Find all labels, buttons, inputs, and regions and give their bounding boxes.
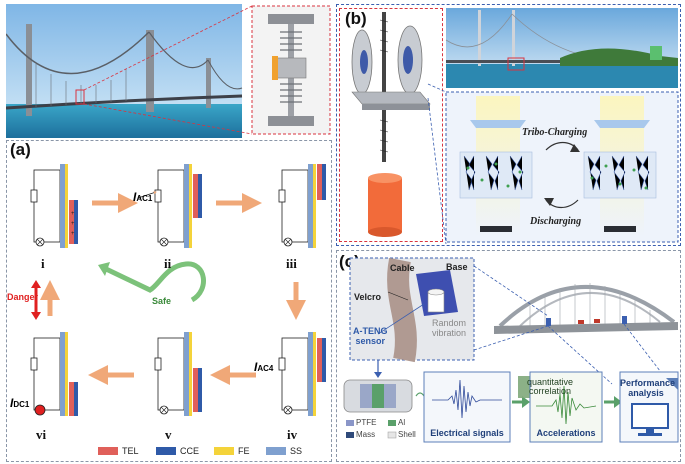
svg-text:+: + xyxy=(71,231,75,237)
bridge-photo-panel xyxy=(6,4,332,138)
velcro-label: Velcro xyxy=(354,292,382,302)
acceleration-waveform xyxy=(536,385,597,425)
legend-swatch-cce xyxy=(156,447,176,455)
current-label-dc1: IDC1 xyxy=(10,396,30,410)
panel-b-device-frame xyxy=(339,8,443,242)
legend-label-al: Al xyxy=(398,418,406,427)
safe-label: Safe xyxy=(152,296,172,306)
stage-label-i: i xyxy=(41,256,45,271)
stage-label-iii: iii xyxy=(286,256,297,271)
legend-label-fe: FE xyxy=(238,446,250,456)
svg-text:+: + xyxy=(71,221,75,227)
current-label-ac4: IAC4 xyxy=(254,360,274,374)
legend-swatch-ss xyxy=(266,447,286,455)
danger-label: Danger xyxy=(7,292,39,302)
panel-a-label: (a) xyxy=(10,140,31,159)
legend-label-ss: SS xyxy=(290,446,303,456)
safe-loop-arrow xyxy=(98,261,206,303)
accelerations-label: Accelerations xyxy=(536,428,596,438)
cable-label: Cable xyxy=(390,263,415,273)
stage-label-iv: iv xyxy=(287,427,298,442)
svg-text:+: + xyxy=(71,211,75,217)
suspension-bridge-illustration xyxy=(6,4,331,138)
legend-label-tel: TEL xyxy=(122,446,139,456)
current-label-ac1: IAC1 xyxy=(133,190,153,204)
discharging-label: Discharging xyxy=(530,216,582,227)
panel-a xyxy=(6,140,332,462)
base-label: Base xyxy=(446,262,468,272)
legend-label-ptfe: PTFE xyxy=(356,418,377,427)
monitor-icon xyxy=(631,403,669,436)
legend-label-cce: CCE xyxy=(180,446,200,456)
panel-b xyxy=(336,4,681,246)
panel-c xyxy=(336,250,681,462)
legend-label-shell: Shell xyxy=(398,430,416,439)
electrical-signals-label: Electrical signals xyxy=(430,428,504,438)
stage-label-ii: ii xyxy=(164,256,172,271)
legend-label-mass: Mass xyxy=(356,430,376,439)
electrical-signal-waveform xyxy=(432,379,502,419)
stage-label-vi: vi xyxy=(36,427,47,442)
tribo-charging-label: Tribo-Charging xyxy=(522,127,588,138)
legend-swatch-fe xyxy=(214,447,234,455)
stage-label-v: v xyxy=(165,427,172,442)
legend-swatch-tel xyxy=(98,447,118,455)
danger-arrow xyxy=(31,280,41,320)
panel-b-label: (b) xyxy=(345,9,367,28)
